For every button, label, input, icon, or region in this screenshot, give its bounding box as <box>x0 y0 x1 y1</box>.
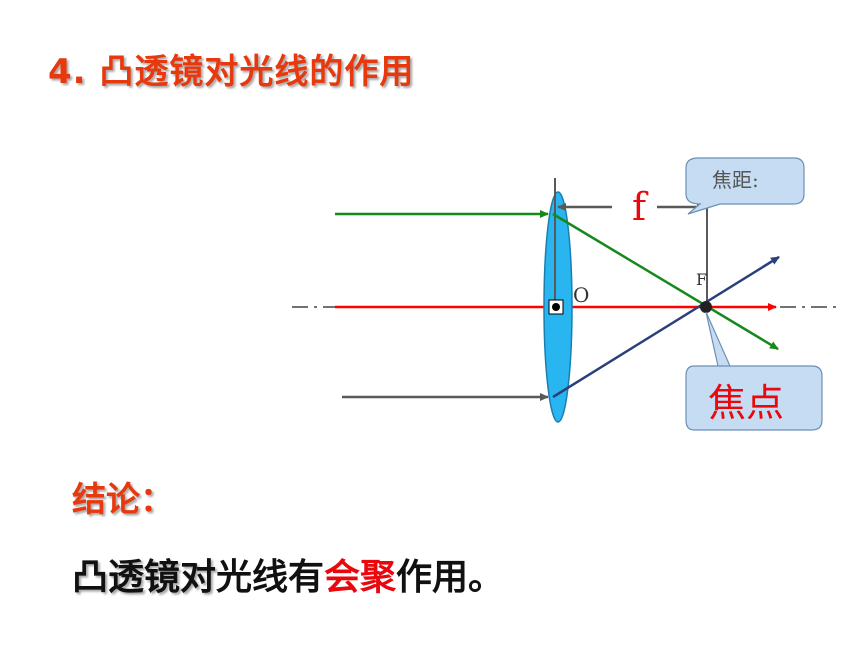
title-text-rest: 光线的作用 <box>239 52 415 92</box>
callout-focus-text: 焦点 <box>708 381 784 425</box>
title-number: 4. <box>48 52 87 92</box>
callout-focal-length-text: 焦距: <box>712 168 759 192</box>
focal-length-label: f <box>632 185 649 229</box>
focus-point <box>700 301 712 313</box>
title-text-bold: 凸透镜对 <box>99 52 240 92</box>
focus-label: F <box>696 270 707 289</box>
conclusion-label: 结论： <box>72 480 174 520</box>
conclusion-part2: 光线有 <box>216 557 325 598</box>
conclusion-highlight: 会聚 <box>324 557 397 598</box>
conclusion-part3: 作用。 <box>396 557 505 598</box>
optical-center-label: O <box>573 283 589 307</box>
callout-focus-bubble <box>685 311 823 431</box>
page-title: 4. 凸透镜对光线的作用 <box>48 44 414 93</box>
conclusion-text: 凸透镜对光线有会聚作用。 <box>72 548 504 600</box>
ray-green-refracted <box>552 212 779 351</box>
ray-blue-refracted <box>552 255 780 399</box>
callout-focal-length-bubble <box>685 157 805 215</box>
conclusion-part1: 凸透镜对 <box>72 557 217 598</box>
optical-center-dot <box>552 303 560 311</box>
